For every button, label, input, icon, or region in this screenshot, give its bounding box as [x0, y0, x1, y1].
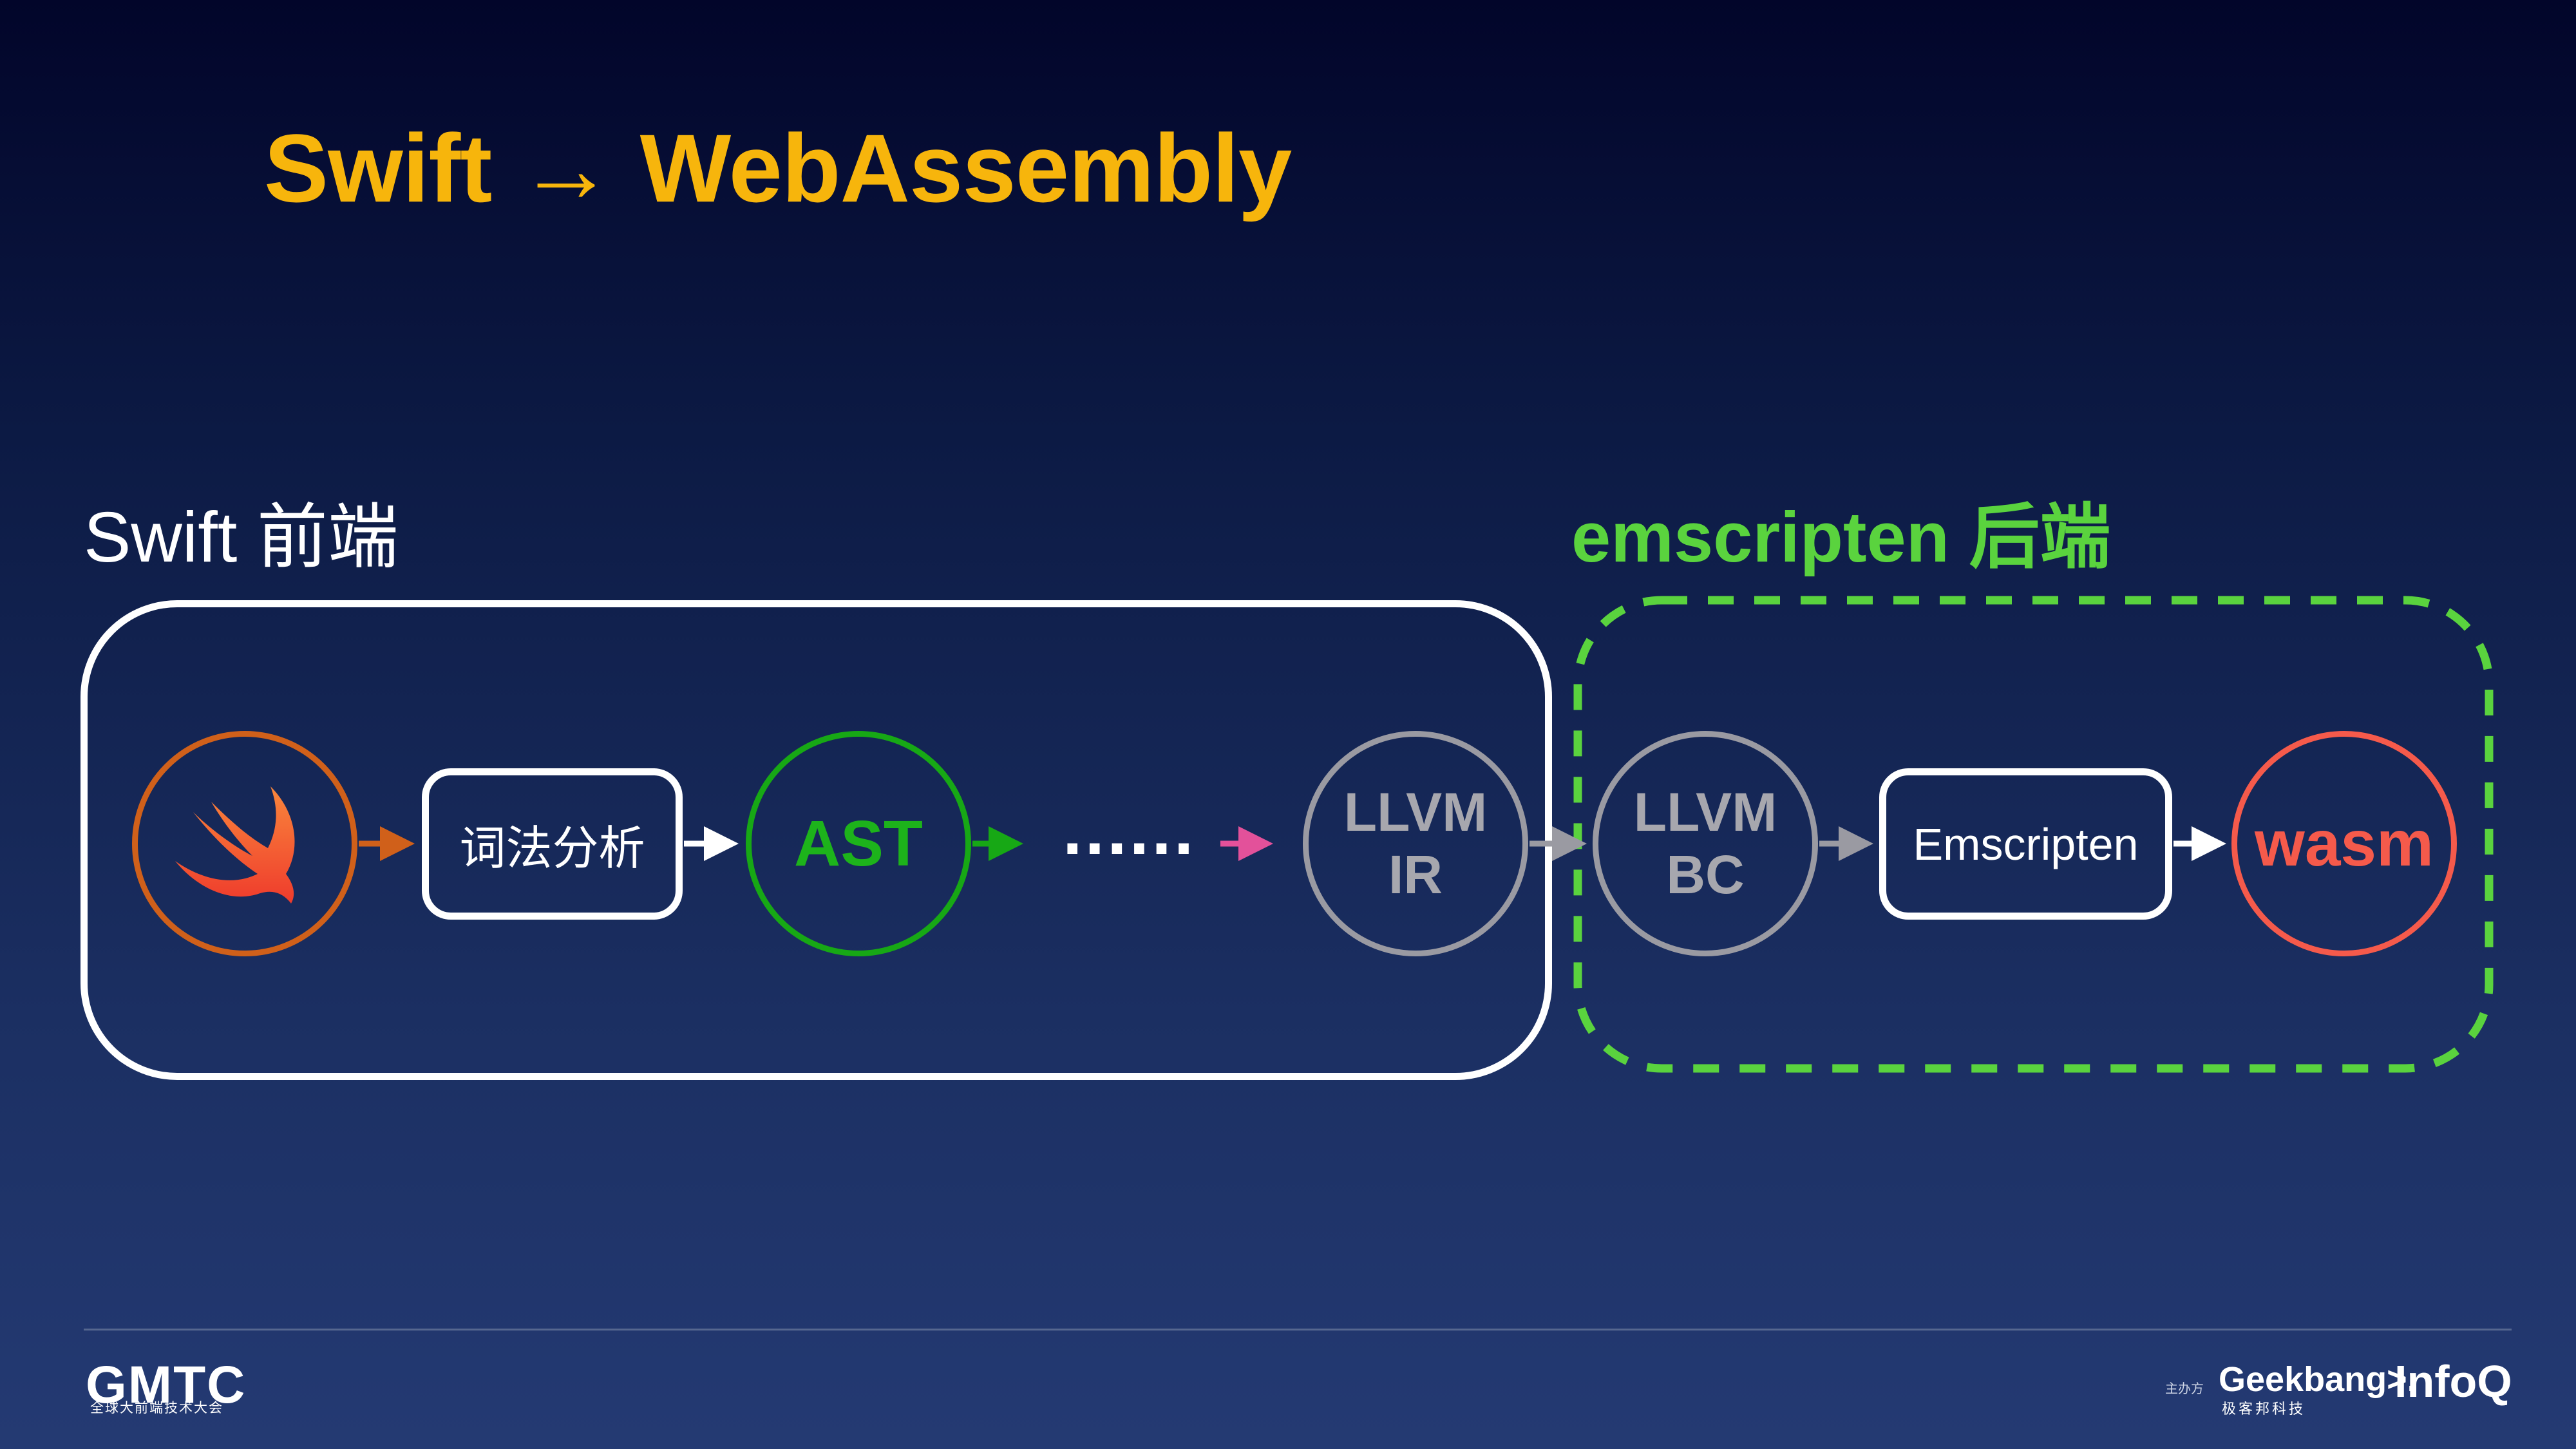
- ellipsis-steps: ......: [1063, 790, 1197, 869]
- lexer-node: 词法分析: [422, 768, 683, 920]
- gmtc-logo: GMTC: [86, 1356, 247, 1414]
- backend-label: emscripten 后端: [1571, 498, 2111, 577]
- wasm-node: wasm: [2231, 731, 2457, 956]
- llvm-ir-line2: IR: [1388, 844, 1443, 905]
- swift-node: [132, 731, 357, 956]
- llvm-bc-node: LLVM BC: [1593, 731, 1818, 956]
- llvm-bc-line1: LLVM: [1633, 782, 1777, 843]
- geekbang-subtitle: 极客邦科技: [2222, 1401, 2306, 1417]
- llvm-ir-line1: LLVM: [1343, 782, 1488, 843]
- slide-title: Swift → WebAssembly: [264, 114, 1292, 222]
- emscripten-node: Emscripten: [1879, 768, 2172, 920]
- frontend-group-box: [80, 600, 1552, 1080]
- geekbang-logo: Geekbang>.: [2219, 1360, 2417, 1399]
- host-label: 主办方: [2165, 1382, 2204, 1396]
- gmtc-subtitle: 全球大前端技术大会: [90, 1401, 223, 1416]
- frontend-label: Swift 前端: [84, 498, 399, 577]
- llvm-bc-line2: BC: [1666, 844, 1745, 905]
- footer-divider: [84, 1329, 2512, 1331]
- llvm-ir-node: LLVM IR: [1303, 731, 1528, 956]
- ast-node: AST: [746, 731, 971, 956]
- infoq-logo: InfoQ: [2394, 1356, 2512, 1406]
- swift-logo-icon: [175, 786, 295, 904]
